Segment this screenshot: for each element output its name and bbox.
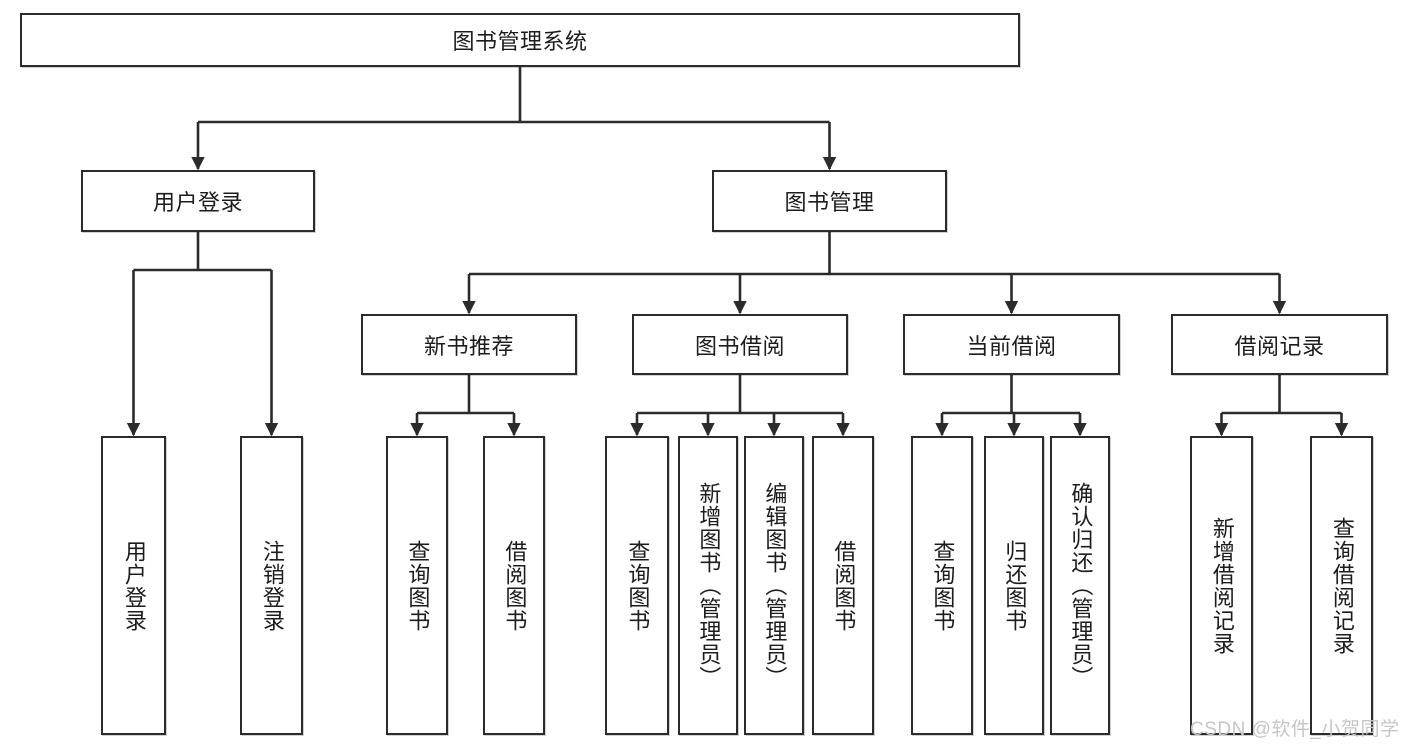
node-label: 当前借阅 — [966, 333, 1057, 359]
node-label: 用户登录 — [121, 539, 147, 632]
node-label: 图书借阅 — [694, 333, 785, 359]
node-current-borrow[interactable]: 当前借阅 — [903, 314, 1120, 375]
node-label: 归还图书 — [1002, 539, 1028, 632]
watermark-text: CSDN @软件_小贺同学 — [1190, 719, 1400, 740]
node-label: 查询图书 — [405, 539, 431, 632]
node-label: 借阅记录 — [1234, 333, 1325, 359]
node-leaf-query-book-2[interactable]: 查询图书 — [605, 436, 669, 735]
node-borrow-record[interactable]: 借阅记录 — [1171, 314, 1388, 375]
node-label: 查询图书 — [625, 539, 651, 632]
node-label: 查询图书 — [930, 539, 956, 632]
node-label: 新增借阅记录 — [1209, 516, 1235, 655]
node-leaf-add-record[interactable]: 新增借阅记录 — [1190, 436, 1253, 735]
node-leaf-add-book[interactable]: 新增图书（管理员） — [678, 436, 738, 735]
node-user-login[interactable]: 用户登录 — [81, 170, 315, 232]
node-label: 确认归还（管理员） — [1068, 482, 1094, 689]
node-book-manage[interactable]: 图书管理 — [712, 170, 947, 232]
node-leaf-query-record[interactable]: 查询借阅记录 — [1310, 436, 1373, 735]
node-label: 新增图书（管理员） — [696, 482, 722, 689]
node-leaf-user-logout[interactable]: 注销登录 — [240, 436, 303, 735]
node-new-book-rec[interactable]: 新书推荐 — [361, 314, 577, 375]
node-leaf-query-book-3[interactable]: 查询图书 — [911, 436, 973, 735]
node-leaf-return-book[interactable]: 归还图书 — [984, 436, 1044, 735]
node-root[interactable]: 图书管理系统 — [20, 13, 1020, 67]
node-label: 借阅图书 — [502, 539, 528, 632]
node-leaf-query-book-1[interactable]: 查询图书 — [386, 436, 448, 735]
node-label: 查询借阅记录 — [1329, 516, 1355, 655]
node-label: 图书管理系统 — [452, 29, 588, 54]
node-label: 借阅图书 — [831, 539, 857, 632]
node-label: 图书管理 — [784, 190, 875, 215]
node-leaf-borrow-book-1[interactable]: 借阅图书 — [483, 436, 545, 735]
node-leaf-edit-book[interactable]: 编辑图书（管理员） — [744, 436, 804, 735]
node-label: 用户登录 — [152, 190, 243, 215]
node-book-borrow[interactable]: 图书借阅 — [632, 314, 848, 375]
node-label: 注销登录 — [259, 539, 285, 632]
node-label: 编辑图书（管理员） — [762, 482, 788, 689]
node-leaf-borrow-book-2[interactable]: 借阅图书 — [812, 436, 874, 735]
node-leaf-confirm-return[interactable]: 确认归还（管理员） — [1050, 436, 1110, 735]
node-leaf-user-login[interactable]: 用户登录 — [101, 436, 166, 735]
node-label: 新书推荐 — [423, 333, 514, 359]
